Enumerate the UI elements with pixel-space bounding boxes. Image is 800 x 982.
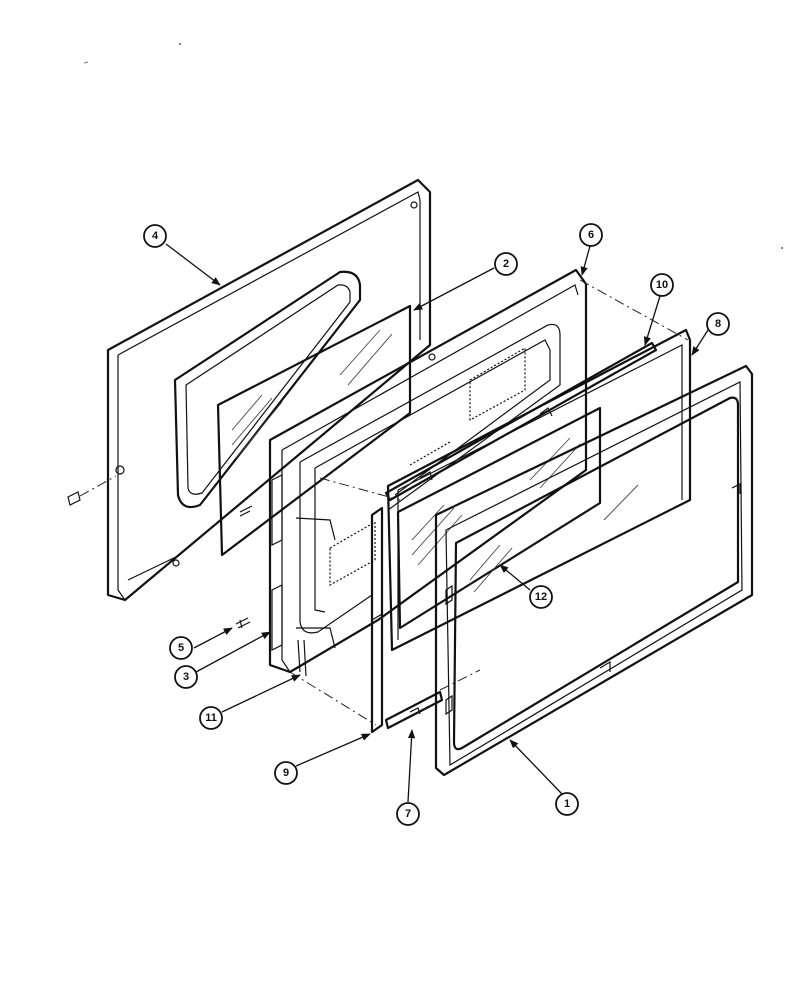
inner-door-liner: [268, 268, 588, 677]
callout-11: 11: [199, 706, 223, 730]
callout-5: 5: [169, 636, 193, 660]
callout-label: 7: [405, 808, 411, 820]
callout-label: 6: [588, 229, 594, 241]
callout-circle: [396, 802, 420, 826]
callout-4: 4: [143, 224, 167, 248]
callout-circle: [555, 792, 579, 816]
callout-1: 1: [555, 792, 579, 816]
callout-9: 9: [274, 761, 298, 785]
callout-label: 2: [503, 258, 509, 270]
callout-circle: [529, 585, 553, 609]
alignment-lines: [289, 279, 689, 726]
inner-glass: [396, 406, 602, 630]
callout-6: 6: [579, 223, 603, 247]
callout-label: 10: [656, 279, 668, 291]
screw-5: [235, 617, 251, 629]
callout-circle: [650, 273, 674, 297]
callout-2: 2: [494, 252, 518, 276]
outer-door-panel: [106, 178, 436, 602]
callout-label: 12: [535, 591, 547, 603]
callout-label: 5: [178, 642, 184, 654]
callout-label: 8: [715, 318, 721, 330]
door-screw: [67, 475, 117, 506]
callout-circle: [143, 224, 167, 248]
callout-circle: [169, 636, 193, 660]
callout-circle: [274, 761, 298, 785]
callout-12: 12: [529, 585, 553, 609]
callout-circle: [199, 706, 223, 730]
callout-label: 1: [564, 798, 570, 810]
leader-lines: [165, 243, 709, 803]
window-glass: [216, 304, 412, 557]
callout-circle: [579, 223, 603, 247]
callout-label: 4: [152, 230, 159, 242]
callout-circle: [706, 312, 730, 336]
callout-circle: [494, 252, 518, 276]
bottom-trim-channel: [384, 690, 444, 730]
callout-7: 7: [396, 802, 420, 826]
callout-circle: [174, 665, 198, 689]
front-trim-frame: [434, 364, 754, 777]
callout-label: 9: [283, 767, 289, 779]
callout-label: 11: [205, 712, 217, 724]
callout-3: 3: [174, 665, 198, 689]
callout-8: 8: [706, 312, 730, 336]
scan-specks: [83, 43, 783, 249]
door-side-channel: [370, 506, 384, 734]
callout-10: 10: [650, 273, 674, 297]
callout-label: 3: [183, 671, 189, 683]
